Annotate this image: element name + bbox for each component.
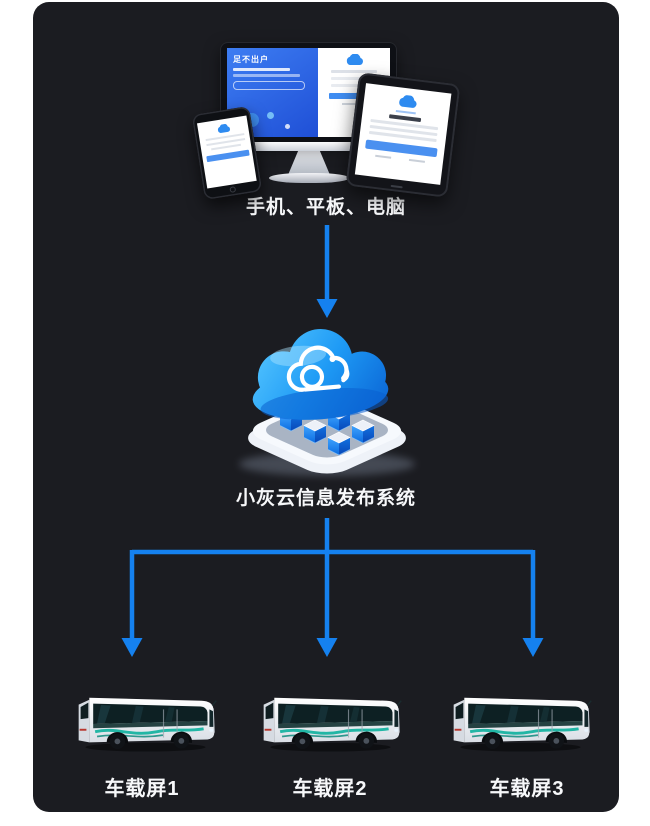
tablet-home-indicator: [390, 184, 403, 189]
tablet-subtitle-bar: [395, 109, 417, 115]
devices-label: 手机、平板、电脑: [245, 197, 406, 218]
bus-illustration-2: [262, 696, 403, 753]
cloud-system-label: 小灰云信息发布系统: [235, 488, 416, 509]
cloud-logo-icon: [346, 54, 364, 65]
cloud-logo-icon: [398, 94, 418, 109]
phone-screen: [196, 115, 257, 189]
banner-pill: [233, 81, 305, 90]
phone-login-button-bar: [205, 149, 250, 162]
cloud-illustration: [239, 329, 415, 476]
cloud-logo-icon: [217, 123, 231, 134]
monitor-chin: [221, 142, 396, 151]
phone-home-button: [229, 186, 237, 193]
tablet-link-bar: [408, 158, 426, 163]
form-field-bar: [331, 77, 377, 80]
arrow-devices-to-cloud-icon: [316, 225, 338, 318]
banner-text-bar: [233, 74, 301, 77]
bus-illustration-3: [452, 696, 593, 753]
distribution-arrows: [121, 518, 544, 657]
cloud-logo-glyph: [286, 345, 350, 392]
cloud-body: [252, 329, 389, 420]
bus-screen-label-1: 车载屏1: [104, 778, 180, 800]
tablet: [345, 72, 461, 198]
tablet-screen: [354, 83, 452, 185]
tablet-links: [375, 154, 426, 163]
tablet-link-bar: [375, 154, 392, 159]
banner-title: 足不出户: [233, 55, 269, 64]
banner-text-bar: [233, 68, 291, 71]
monitor-base: [269, 173, 349, 183]
form-field-bar: [331, 70, 377, 73]
monitor-login-form: [318, 48, 390, 137]
bus-screen-label-3: 车载屏3: [489, 778, 565, 800]
form-field-bar: [331, 84, 377, 87]
form-login-button-bar: [328, 93, 380, 99]
bus-illustration-1: [77, 696, 218, 753]
form-link-bar: [342, 103, 366, 105]
bus-screen-label-2: 车载屏2: [292, 778, 368, 800]
banner-illustration: [285, 124, 290, 129]
banner-illustration: [267, 112, 274, 119]
